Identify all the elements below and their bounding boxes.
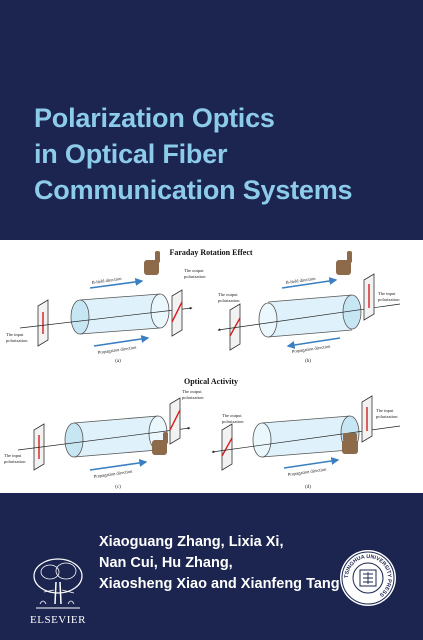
- fiber-a: [70, 299, 90, 335]
- tag-c: (c): [115, 485, 121, 490]
- prop-label-b: Propagation direction: [291, 344, 331, 354]
- prop-label-c: Propagation direction: [93, 469, 133, 479]
- beam-a: [19, 306, 193, 329]
- out-label-c-1: The output: [182, 389, 202, 394]
- elsevier-tree-logo: [30, 556, 86, 612]
- fiber-c: [64, 422, 84, 458]
- tag-a: (a): [115, 359, 121, 364]
- out-label-d-2: polarization: [222, 419, 244, 424]
- title-line-2: in Optical Fiber: [34, 139, 228, 169]
- title-line-1: Polarization Optics: [34, 103, 275, 133]
- prop-arrow-a: [93, 335, 150, 347]
- in-label-d-2: polarization: [376, 414, 398, 419]
- author-list: Xiaoguang Zhang, Lixia Xi, Nan Cui, Hu Z…: [99, 532, 369, 595]
- field-arrow-b: [281, 277, 338, 289]
- field-label-a: B-field direction: [91, 276, 122, 285]
- title-line-3: Communication Systems: [34, 175, 353, 205]
- hand-icon-b: [336, 251, 352, 275]
- book-title: Polarization Optics in Optical Fiber Com…: [34, 100, 414, 208]
- heading-optical-activity: Optical Activity: [184, 377, 238, 386]
- tag-d: (d): [305, 485, 311, 490]
- in-label-a-2: polarization: [6, 338, 28, 343]
- tsinghua-press-seal: TSINGHUA UNIVERSITY PRESS: [340, 550, 396, 606]
- prop-label-a: Propagation direction: [97, 345, 137, 355]
- prop-arrow-c: [89, 458, 148, 471]
- author-line-1: Xiaoguang Zhang, Lixia Xi,: [99, 534, 284, 550]
- out-label-c-2: polarization: [182, 395, 204, 400]
- out-label-b-2: polarization: [218, 298, 240, 303]
- in-label-d-1: The input: [376, 408, 394, 413]
- hand-icon-c: [152, 432, 168, 455]
- publisher-name: ELSEVIER: [30, 614, 86, 626]
- author-line-2: Nan Cui, Hu Zhang,: [99, 555, 233, 571]
- beam-c: [17, 426, 191, 451]
- in-label-b-1: The input: [378, 291, 396, 296]
- panel-d: Propagation direction The input polariza…: [211, 395, 401, 490]
- polarization-diagram: Faraday Rotation Effect Optical Activity…: [4, 248, 401, 490]
- panel-b: B-field direction Propagation direction …: [217, 251, 400, 364]
- hand-icon-a: [144, 251, 160, 275]
- field-label-b: B-field direction: [285, 276, 316, 285]
- in-label-a-1: The input: [6, 332, 24, 337]
- output-pol-vector-b: [229, 317, 241, 337]
- in-label-b-2: polarization: [378, 297, 400, 302]
- output-pol-vector-a: [171, 301, 183, 323]
- out-label-a-2: polarization: [184, 274, 206, 279]
- cover-figure: Faraday Rotation Effect Optical Activity…: [0, 240, 423, 493]
- prop-label-d: Propagation direction: [287, 467, 327, 477]
- out-label-a-1: The output: [184, 268, 204, 273]
- in-label-c-2: polarization: [4, 459, 26, 464]
- out-label-b-1: The output: [218, 292, 238, 297]
- out-label-d-1: The output: [222, 413, 242, 418]
- prop-arrow-d: [283, 457, 340, 469]
- field-arrow-a: [89, 277, 144, 289]
- panel-a: B-field direction Propagation direction …: [6, 251, 206, 364]
- hand-icon-d: [342, 433, 358, 454]
- author-line-3: Xiaosheng Xiao and Xianfeng Tang: [99, 576, 340, 592]
- tag-b: (b): [305, 359, 311, 364]
- fiber-d: [252, 422, 272, 458]
- output-pol-vector-c: [169, 409, 181, 431]
- in-label-c-1: The input: [4, 453, 22, 458]
- fiber-b: [258, 302, 278, 338]
- panel-c: Propagation direction The input polariza…: [4, 389, 204, 490]
- heading-faraday: Faraday Rotation Effect: [169, 248, 252, 257]
- output-pol-vector-d: [221, 437, 233, 457]
- prop-arrow-b: [286, 337, 341, 349]
